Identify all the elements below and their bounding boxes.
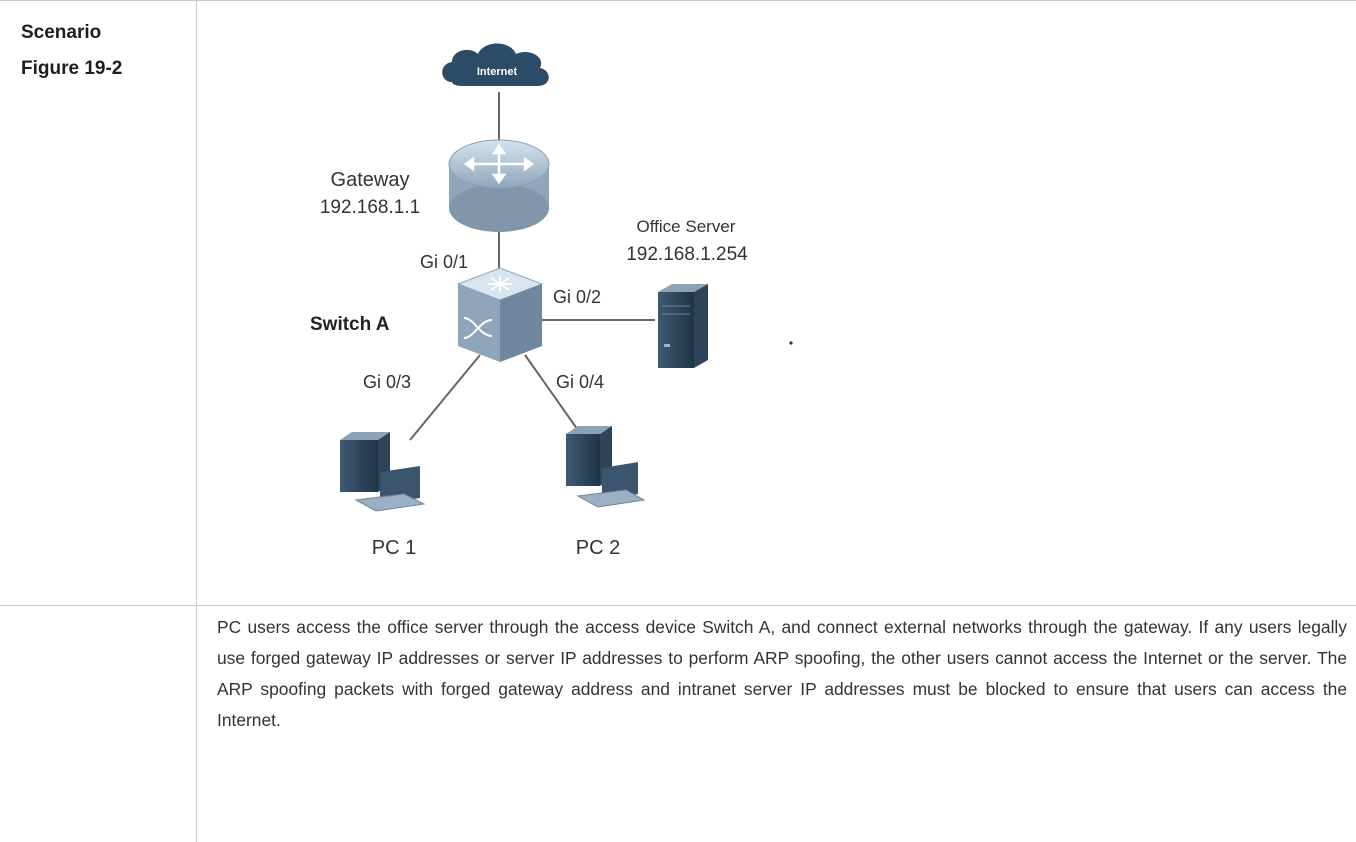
port-gi01-label: Gi 0/1 bbox=[420, 252, 468, 272]
port-gi03-label: Gi 0/3 bbox=[363, 372, 411, 392]
internet-cloud-icon bbox=[442, 43, 549, 86]
internet-label: Internet bbox=[477, 66, 518, 78]
link-switch-pc1 bbox=[409, 354, 481, 441]
office-server-icon bbox=[658, 284, 708, 368]
table-top-border bbox=[0, 0, 1356, 1]
port-gi02-label: Gi 0/2 bbox=[553, 287, 601, 307]
pc2-label: PC 2 bbox=[576, 537, 620, 559]
gateway-router-icon bbox=[448, 139, 550, 232]
pc1-label: PC 1 bbox=[372, 537, 416, 559]
gateway-ip-label: 192.168.1.1 bbox=[320, 197, 420, 218]
pc1-icon bbox=[340, 432, 426, 512]
switch-icon bbox=[456, 267, 544, 362]
link-switch-pc2 bbox=[524, 354, 581, 434]
network-diagram: Internet Gateway 192.168.1.1 S bbox=[310, 43, 793, 559]
switch-name-label: Switch A bbox=[310, 314, 390, 335]
gateway-name-label: Gateway bbox=[331, 169, 410, 191]
stray-dot bbox=[789, 341, 793, 345]
server-name-label: Office Server bbox=[637, 217, 736, 236]
scenario-description: PC users access the office server throug… bbox=[217, 612, 1347, 736]
port-gi04-label: Gi 0/4 bbox=[556, 372, 604, 392]
description-paragraph: PC users access the office server throug… bbox=[217, 617, 1347, 730]
pc2-icon bbox=[566, 426, 646, 508]
table-row-divider bbox=[0, 605, 1356, 606]
scenario-label: Scenario bbox=[21, 22, 102, 43]
server-ip-label: 192.168.1.254 bbox=[626, 244, 748, 265]
table-column-divider bbox=[196, 0, 197, 842]
figure-label: Figure 19-2 bbox=[21, 58, 123, 79]
